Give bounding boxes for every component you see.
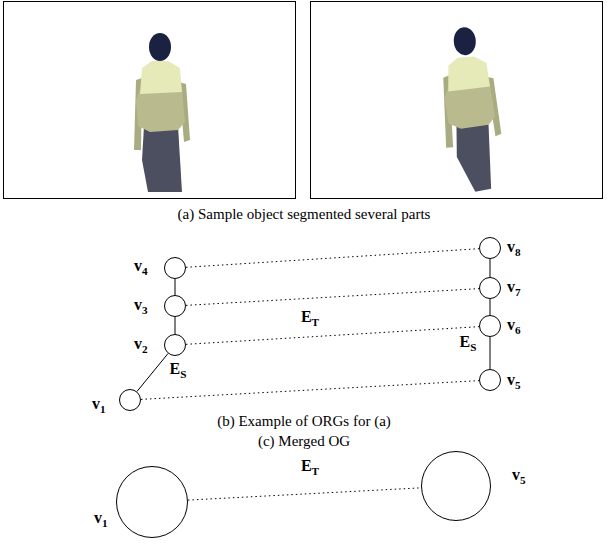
vertex-label: v1: [92, 395, 106, 413]
image-frame: [311, 2, 603, 199]
vertex-outline: [480, 370, 501, 391]
symbol-subscript: 3: [142, 304, 148, 316]
temporal-edge: [141, 381, 479, 400]
graph-vertex: v1: [116, 466, 188, 538]
vertex-outline: [480, 238, 501, 259]
edge-set-label: ES: [458, 333, 479, 351]
symbol-letter: v: [507, 238, 515, 255]
graph-vertex: v8: [479, 237, 501, 259]
figure-caption: (b) Example of ORGs for (a): [217, 412, 391, 430]
vertex-label: v3: [134, 296, 148, 314]
vertex-outline: [480, 278, 501, 299]
person-figure: [438, 25, 505, 194]
vertex-circle: [164, 334, 186, 356]
vertex-label: v2: [134, 335, 148, 353]
vertex-label: v5: [512, 466, 526, 484]
vertex-label: v4: [134, 257, 148, 275]
spatial-edge: [490, 259, 491, 277]
graph-vertex: v3: [164, 295, 186, 317]
symbol-subscript: S: [180, 368, 186, 380]
graph-vertex: v5: [421, 451, 491, 521]
graph-vertex: v2: [164, 334, 186, 356]
person-figure: [134, 33, 190, 192]
symbol-subscript: 4: [142, 265, 148, 277]
vertex-label: v7: [507, 278, 521, 296]
symbol-letter: v: [94, 509, 102, 526]
vertex-circle: [479, 315, 501, 337]
symbol-subscript: 6: [515, 324, 521, 336]
temporal-edge: [188, 488, 421, 500]
symbol-letter: E: [301, 308, 312, 325]
vertex-circle: [119, 389, 141, 411]
vertex-label: v5: [507, 371, 521, 389]
vertex-circle: [116, 466, 188, 538]
spatial-edge: [175, 317, 176, 334]
symbol-letter: E: [460, 333, 471, 350]
head-part: [149, 33, 171, 61]
torso-part: [444, 84, 496, 129]
shirt-part: [140, 61, 182, 94]
symbol-letter: v: [92, 395, 100, 412]
vertex-circle: [479, 237, 501, 259]
graph-vertex: v6: [479, 315, 501, 337]
symbol-letter: E: [301, 457, 312, 474]
symbol-subscript: 1: [102, 517, 108, 529]
graph-vertex: v7: [479, 277, 501, 299]
shirt-part: [446, 56, 490, 92]
vertex-circle: [164, 295, 186, 317]
symbol-letter: v: [507, 278, 515, 295]
spatial-edge: [490, 299, 491, 315]
symbol-subscript: 2: [142, 343, 148, 355]
vertex-outline: [480, 316, 501, 337]
vertex-label: v6: [507, 316, 521, 334]
symbol-letter: v: [134, 296, 142, 313]
vertex-outline: [117, 467, 188, 538]
vertex-circle: [479, 277, 501, 299]
vertex-circle: [479, 369, 501, 391]
torso-part: [136, 90, 185, 132]
edge-set-label: ES: [168, 360, 189, 378]
vertex-outline: [165, 335, 186, 356]
vertex-label: v1: [94, 509, 108, 527]
edge-set-label: ET: [299, 308, 321, 326]
graph-vertex: v5: [479, 369, 501, 391]
symbol-letter: E: [170, 360, 181, 377]
symbol-letter: v: [134, 335, 142, 352]
symbol-subscript: 5: [520, 474, 526, 486]
skirt-part: [454, 121, 493, 193]
skirt-part: [142, 126, 182, 192]
symbol-subscript: 5: [515, 379, 521, 391]
figure-caption: (a) Sample object segmented several part…: [178, 205, 431, 223]
head-part: [453, 26, 477, 55]
edge-set-label: ET: [299, 457, 321, 475]
symbol-letter: v: [507, 371, 515, 388]
vertex-outline: [422, 452, 491, 521]
spatial-edge: [175, 279, 176, 295]
temporal-edge: [186, 327, 479, 345]
symbol-subscript: 8: [515, 246, 521, 258]
spatial-edge: [137, 354, 168, 392]
symbol-letter: v: [507, 316, 515, 333]
symbol-subscript: 7: [515, 286, 521, 298]
temporal-edge: [186, 249, 479, 268]
symbol-subscript: S: [470, 341, 476, 353]
symbol-subscript: T: [312, 316, 319, 328]
graph-vertex: v1: [119, 389, 141, 411]
symbol-letter: v: [512, 466, 520, 483]
vertex-label: v8: [507, 238, 521, 256]
spatial-edge: [490, 337, 491, 369]
image-frame: [4, 2, 296, 199]
vertex-outline: [120, 390, 141, 411]
vertex-outline: [165, 258, 186, 279]
graph-vertex: v4: [164, 257, 186, 279]
symbol-letter: v: [134, 257, 142, 274]
vertex-circle: [164, 257, 186, 279]
symbol-subscript: 1: [100, 403, 106, 415]
temporal-edge: [186, 289, 479, 306]
vertex-outline: [165, 296, 186, 317]
symbol-subscript: T: [312, 465, 319, 477]
vertex-circle: [421, 451, 491, 521]
figure-caption: (c) Merged OG: [258, 432, 350, 450]
